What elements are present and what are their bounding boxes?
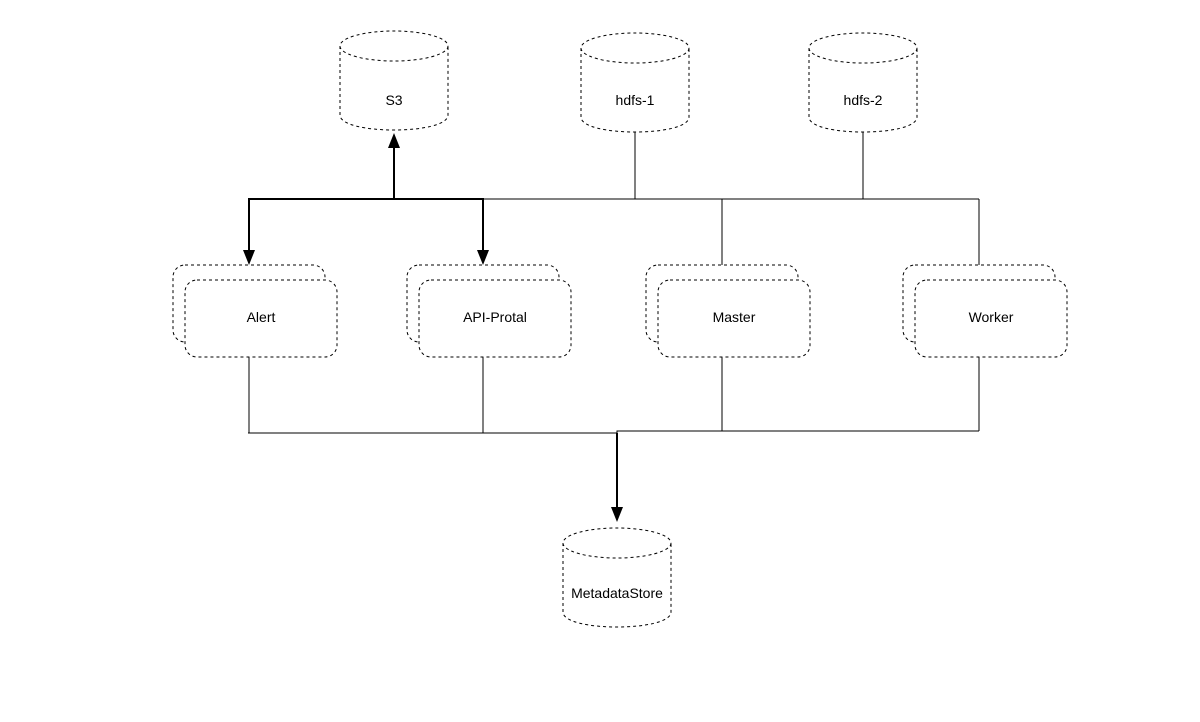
arrowhead-up-icon (388, 133, 400, 148)
node-api-portal[interactable]: API-Protal (406, 264, 572, 358)
node-master[interactable]: Master (645, 264, 811, 358)
arrowhead-down-icon (477, 250, 489, 265)
cylinder-body (580, 48, 690, 133)
node-hdfs-1[interactable]: hdfs-1 (580, 32, 690, 133)
cylinder-top (339, 30, 449, 62)
cylinder-body (562, 543, 672, 628)
node-api-portal-label: API-Protal (463, 309, 527, 325)
cylinder-body (339, 46, 449, 131)
cylinder-top (808, 32, 918, 64)
cylinder-body (808, 48, 918, 133)
front-rect (418, 279, 572, 358)
node-s3-label: S3 (385, 92, 402, 108)
edge-line (248, 430, 979, 434)
cylinder-top (580, 32, 690, 64)
edge-bottom-bus-to-metadata-store[interactable] (611, 433, 623, 522)
node-worker[interactable]: Worker (902, 264, 1068, 358)
front-rect (914, 279, 1068, 358)
node-alert[interactable]: Alert (172, 264, 338, 358)
edge-bottom-bus[interactable] (248, 430, 979, 434)
arrowhead-down-icon (611, 507, 623, 522)
node-hdfs-1-label: hdfs-1 (616, 92, 655, 108)
node-worker-label: Worker (969, 309, 1014, 325)
edge-bus-to-alert[interactable] (243, 199, 255, 265)
node-alert-label: Alert (247, 309, 276, 325)
node-hdfs-2[interactable]: hdfs-2 (808, 32, 918, 133)
edge-bus-to-s3[interactable] (388, 133, 400, 200)
arrowhead-down-icon (243, 250, 255, 265)
node-metadata-store[interactable]: MetadataStore (562, 527, 672, 628)
node-s3[interactable]: S3 (339, 30, 449, 131)
node-hdfs-2-label: hdfs-2 (844, 92, 883, 108)
node-metadata-store-label: MetadataStore (571, 585, 663, 601)
cylinder-top (562, 527, 672, 559)
front-rect (184, 279, 338, 358)
edges-layer (243, 132, 980, 522)
node-master-label: Master (713, 309, 756, 325)
edge-bus-to-api-portal[interactable] (477, 199, 489, 265)
front-rect (657, 279, 811, 358)
nodes-layer: S3 hdfs-1 hdfs-2 Alert API-Protal (172, 30, 1068, 628)
